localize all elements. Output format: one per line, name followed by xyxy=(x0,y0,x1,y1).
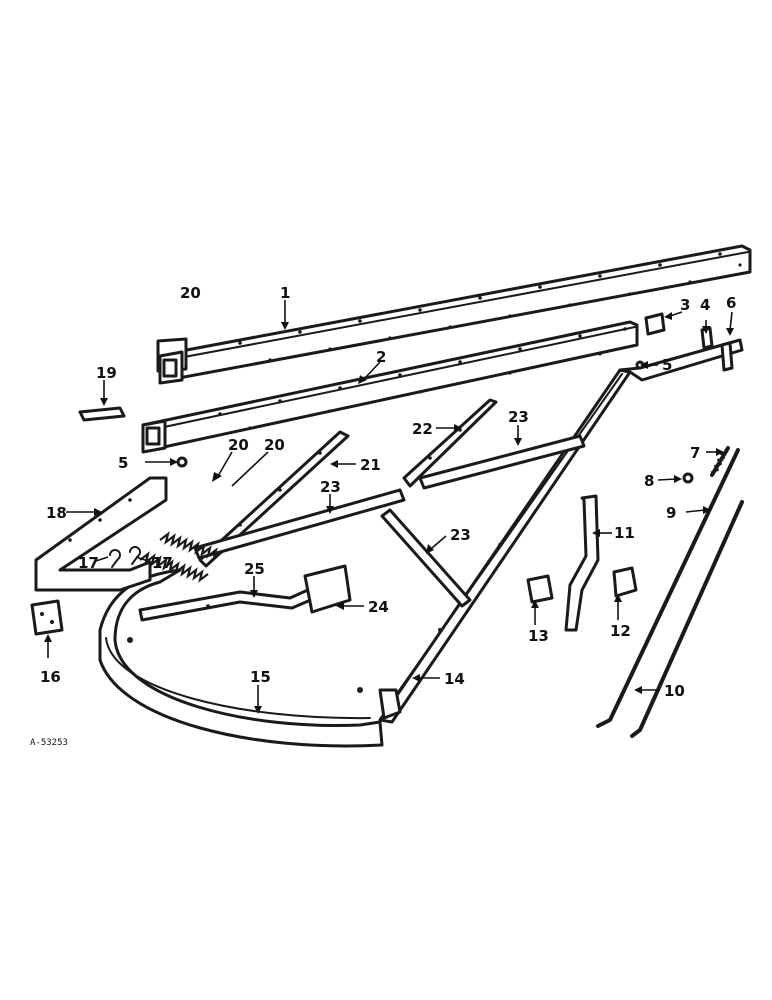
callout-17b: 17 xyxy=(152,554,173,572)
callout-7: 7 xyxy=(690,444,700,462)
part-9-rod xyxy=(596,448,740,728)
part-24-bracket xyxy=(303,564,352,614)
part-22-upright-bar xyxy=(402,398,498,488)
part-6-bar xyxy=(720,341,734,372)
leader-lines xyxy=(44,300,734,714)
part-17-hooks xyxy=(109,546,141,568)
callout-20b: 20 xyxy=(228,436,249,454)
callout-25: 25 xyxy=(244,560,265,578)
part-12-latch xyxy=(612,566,638,598)
callout-19: 19 xyxy=(96,364,117,382)
part-19-small-plate xyxy=(78,406,126,422)
callout-20a: 20 xyxy=(180,284,201,302)
part-25-cross-brace xyxy=(138,578,336,622)
part-21-upright-bar xyxy=(198,430,350,568)
drawing-number: A-53253 xyxy=(30,738,68,748)
part-3-clip xyxy=(644,312,666,336)
callout-23b: 23 xyxy=(320,478,341,496)
callout-labels: 1 2 3 4 5 5 6 7 8 9 10 11 12 13 14 15 16… xyxy=(40,284,736,700)
part-18-side-bracket xyxy=(34,476,168,592)
part-13-latch xyxy=(526,574,554,604)
callout-18: 18 xyxy=(46,504,67,522)
callout-17a: 17 xyxy=(78,554,99,572)
part-7-threaded-rod xyxy=(710,446,730,477)
part-2-square-tube xyxy=(141,320,639,454)
callout-14: 14 xyxy=(444,670,465,688)
callout-24: 24 xyxy=(368,598,389,616)
callout-5a: 5 xyxy=(118,454,128,472)
callout-22: 22 xyxy=(412,420,433,438)
part-8-nut xyxy=(682,472,694,484)
callout-11: 11 xyxy=(614,524,635,542)
callout-13: 13 xyxy=(528,627,549,645)
callout-15: 15 xyxy=(250,668,271,686)
callout-2: 2 xyxy=(376,348,386,366)
callout-21: 21 xyxy=(360,456,381,474)
part-16-plate xyxy=(30,599,64,636)
callout-12: 12 xyxy=(610,622,631,640)
callout-9: 9 xyxy=(666,504,676,522)
callout-4: 4 xyxy=(700,296,710,314)
callout-6: 6 xyxy=(726,294,736,312)
callout-1: 1 xyxy=(280,284,290,302)
callout-20c: 20 xyxy=(264,436,285,454)
part-1-square-tube xyxy=(156,244,752,385)
part-20-springs xyxy=(139,531,223,583)
callout-10: 10 xyxy=(664,682,685,700)
callout-5b: 5 xyxy=(662,356,672,374)
callout-23a: 23 xyxy=(508,408,529,426)
callout-16: 16 xyxy=(40,668,61,686)
callout-8: 8 xyxy=(644,472,654,490)
part-10-rod xyxy=(630,500,744,738)
part-11-lever xyxy=(564,494,600,632)
part-23-brace xyxy=(193,434,586,608)
callout-23c: 23 xyxy=(450,526,471,544)
callout-3: 3 xyxy=(680,296,690,314)
part-14-side-rail xyxy=(378,338,744,724)
